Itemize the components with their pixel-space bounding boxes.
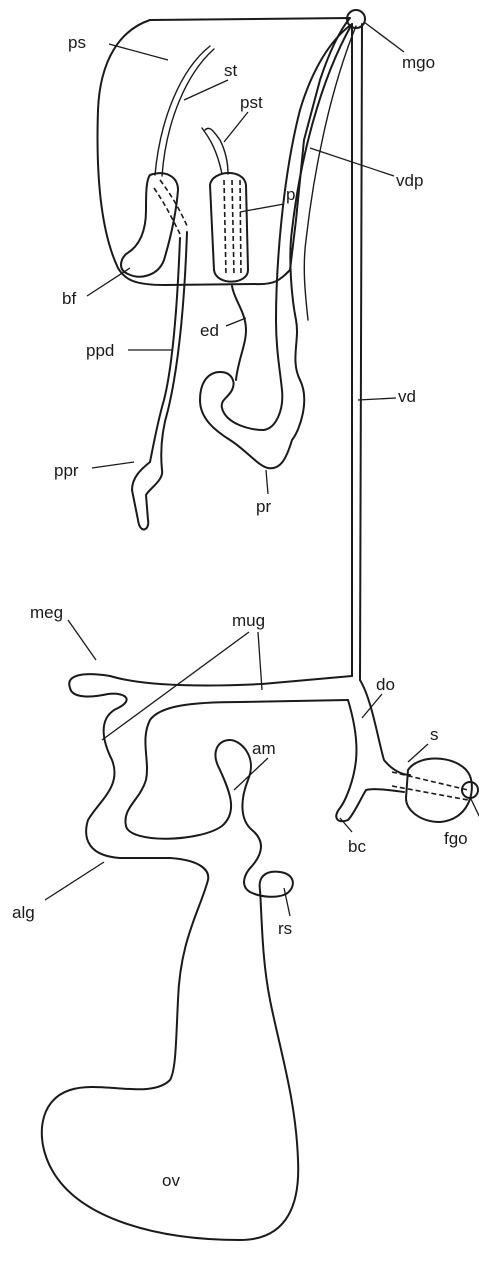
leader-pr (266, 470, 268, 494)
penis-body (210, 173, 248, 282)
label-st: st (224, 61, 238, 80)
label-ps: ps (68, 33, 86, 52)
stylet-inner (162, 49, 214, 176)
penis-lumen-3 (240, 180, 241, 276)
bursa-flagellum (121, 173, 178, 276)
penis-stylet (205, 128, 228, 174)
label-s: s (430, 725, 439, 744)
penis-lumen-2 (232, 180, 234, 276)
leader-vd (358, 398, 396, 400)
leader-lines (45, 22, 479, 916)
leader-mgo (364, 22, 404, 52)
label-p: p (286, 185, 295, 204)
leader-ppr (92, 462, 134, 468)
label-ppd: ppd (86, 341, 114, 360)
leader-meg (68, 620, 96, 660)
label-ppr: ppr (54, 461, 79, 480)
leader-fgo (470, 797, 479, 822)
label-ed: ed (200, 321, 219, 340)
vas-deferens-right (360, 24, 362, 680)
label-mug: mug (232, 611, 265, 630)
ejaculatory-duct (232, 286, 246, 380)
label-meg: meg (30, 603, 63, 622)
label-alg: alg (12, 903, 35, 922)
leader-mug-2 (258, 632, 262, 690)
label-rs: rs (278, 919, 292, 938)
label-ov: ov (162, 1171, 180, 1190)
label-mgo: mgo (402, 53, 435, 72)
label-bf: bf (62, 289, 76, 308)
leader-alg (45, 862, 104, 900)
leader-ps (109, 44, 168, 60)
label-pr: pr (256, 497, 271, 516)
penis-stylet-inner (202, 128, 222, 174)
leader-st (184, 80, 228, 100)
label-fgo: fgo (444, 829, 468, 848)
stylet (155, 46, 210, 175)
penis-lumen-1 (224, 180, 226, 276)
label-vd: vd (398, 387, 416, 406)
label-pst: pst (240, 93, 263, 112)
label-am: am (252, 739, 276, 758)
mucus-gland-and-tract (42, 674, 352, 1240)
label-vdp: vdp (396, 171, 423, 190)
vas-deferens-proximal-outer (200, 24, 352, 468)
female-duct-outer (360, 680, 410, 775)
label-do: do (376, 675, 395, 694)
label-bc: bc (348, 837, 366, 856)
female-duct-inner (336, 700, 404, 821)
leader-bf (87, 268, 130, 296)
leader-pst (224, 112, 248, 142)
leader-ed (226, 318, 246, 326)
